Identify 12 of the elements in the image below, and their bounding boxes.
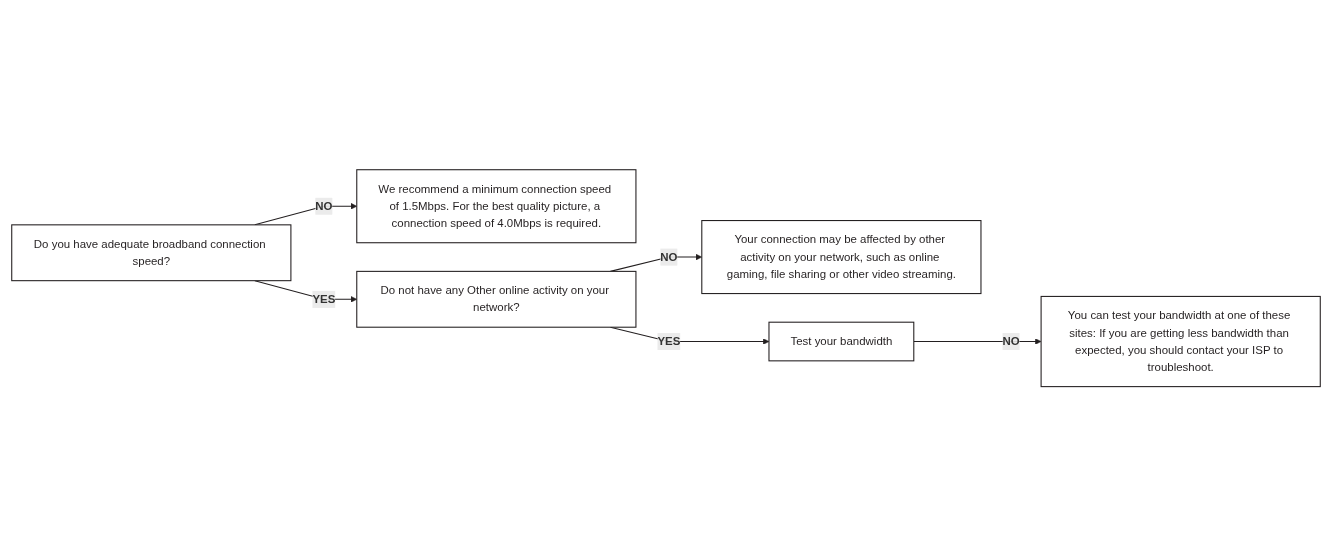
edge-label: YES bbox=[657, 335, 681, 348]
node-box: Your connection may be affected by other activity on your network, such as online gaming, file sharing or other video streaming. bbox=[701, 220, 982, 295]
node-box: Do not have any Other online activity on your network? bbox=[356, 271, 637, 329]
node-box: You can test your bandwidth at one of these sites: If you are getting less bandwidth than expected, you should contact your ISP to troubleshoot. bbox=[1040, 296, 1321, 388]
edge-label: NO bbox=[315, 200, 333, 213]
node-box: We recommend a minimum connection speed of 1.5Mbps. For the best quality picture, a connection speed of 4.0Mbps is required. bbox=[356, 169, 637, 244]
edge-label: YES bbox=[312, 293, 336, 306]
node-box: Test your bandwidth bbox=[768, 322, 915, 362]
arrow bbox=[913, 338, 1042, 345]
node-box: Do you have adequate broadband connection speed? bbox=[11, 224, 292, 282]
edge-label: NO bbox=[1002, 335, 1020, 348]
edge-label: NO bbox=[660, 250, 678, 264]
